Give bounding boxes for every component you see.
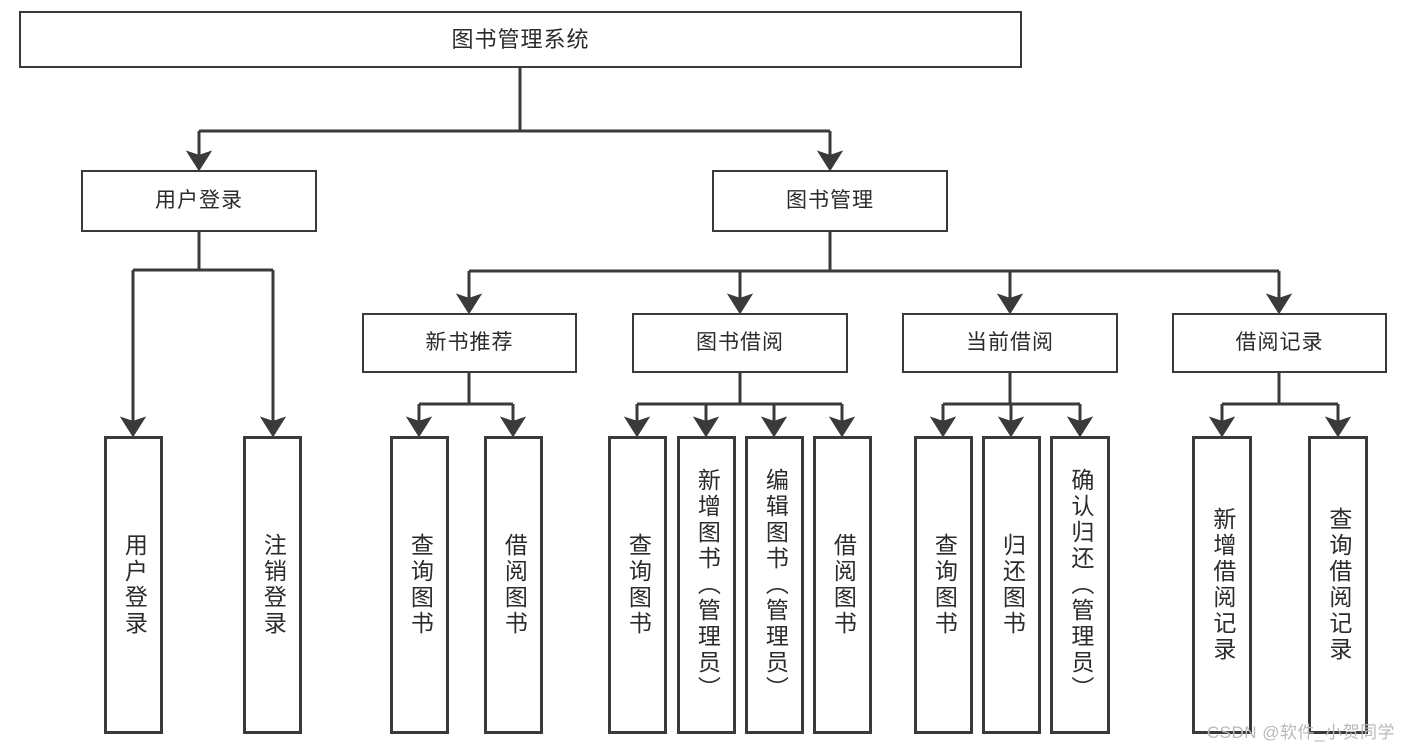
node-root-book-management-system[interactable]: 图书管理系统 (19, 11, 1022, 68)
node-leaf-borrow-book-recommendation[interactable]: 借阅图书 (484, 436, 543, 734)
csdn-watermark: CSDN @软件_小贺同学 (1206, 723, 1395, 742)
node-leaf-query-book-borrowing[interactable]: 查询图书 (608, 436, 667, 734)
node-book-management[interactable]: 图书管理 (712, 170, 948, 232)
node-label: 注销登录 (260, 533, 287, 637)
node-leaf-query-borrowing-record[interactable]: 查询借阅记录 (1308, 436, 1368, 734)
node-label: 图书管理 (786, 189, 874, 213)
node-borrowing-record[interactable]: 借阅记录 (1172, 313, 1387, 373)
node-label: 新增借阅记录 (1209, 507, 1236, 663)
node-leaf-logout[interactable]: 注销登录 (243, 436, 302, 734)
node-leaf-add-book-admin[interactable]: 新增图书（管理员） (677, 436, 736, 734)
node-leaf-borrow-book-borrowing[interactable]: 借阅图书 (813, 436, 872, 734)
node-label: 归还图书 (999, 533, 1026, 637)
node-leaf-confirm-return-admin[interactable]: 确认归还（管理员） (1050, 436, 1110, 734)
node-label: 确认归还（管理员） (1067, 468, 1094, 702)
node-label: 查询借阅记录 (1325, 507, 1352, 663)
node-label: 图书管理系统 (451, 26, 590, 52)
node-label: 查询图书 (625, 533, 652, 637)
node-label: 用户登录 (121, 533, 148, 637)
node-label: 新增图书（管理员） (694, 468, 721, 702)
node-label: 编辑图书（管理员） (762, 468, 789, 702)
node-leaf-edit-book-admin[interactable]: 编辑图书（管理员） (745, 436, 804, 734)
node-label: 查询图书 (407, 533, 434, 637)
node-leaf-query-book-recommendation[interactable]: 查询图书 (390, 436, 449, 734)
node-user-login[interactable]: 用户登录 (81, 170, 317, 232)
node-label: 查询图书 (931, 533, 958, 637)
node-leaf-user-login[interactable]: 用户登录 (104, 436, 163, 734)
node-leaf-query-book-current[interactable]: 查询图书 (914, 436, 973, 734)
node-label: 借阅图书 (501, 533, 528, 637)
node-label: 借阅记录 (1235, 331, 1324, 355)
node-label: 当前借阅 (966, 331, 1054, 355)
node-new-book-recommendation[interactable]: 新书推荐 (362, 313, 577, 373)
node-label: 借阅图书 (830, 533, 857, 637)
node-label: 新书推荐 (425, 331, 514, 355)
node-book-borrowing[interactable]: 图书借阅 (632, 313, 848, 373)
node-current-borrowing[interactable]: 当前借阅 (902, 313, 1118, 373)
node-label: 用户登录 (155, 189, 243, 213)
node-leaf-add-borrowing-record[interactable]: 新增借阅记录 (1192, 436, 1252, 734)
node-label: 图书借阅 (696, 331, 784, 355)
node-leaf-return-book[interactable]: 归还图书 (982, 436, 1041, 734)
